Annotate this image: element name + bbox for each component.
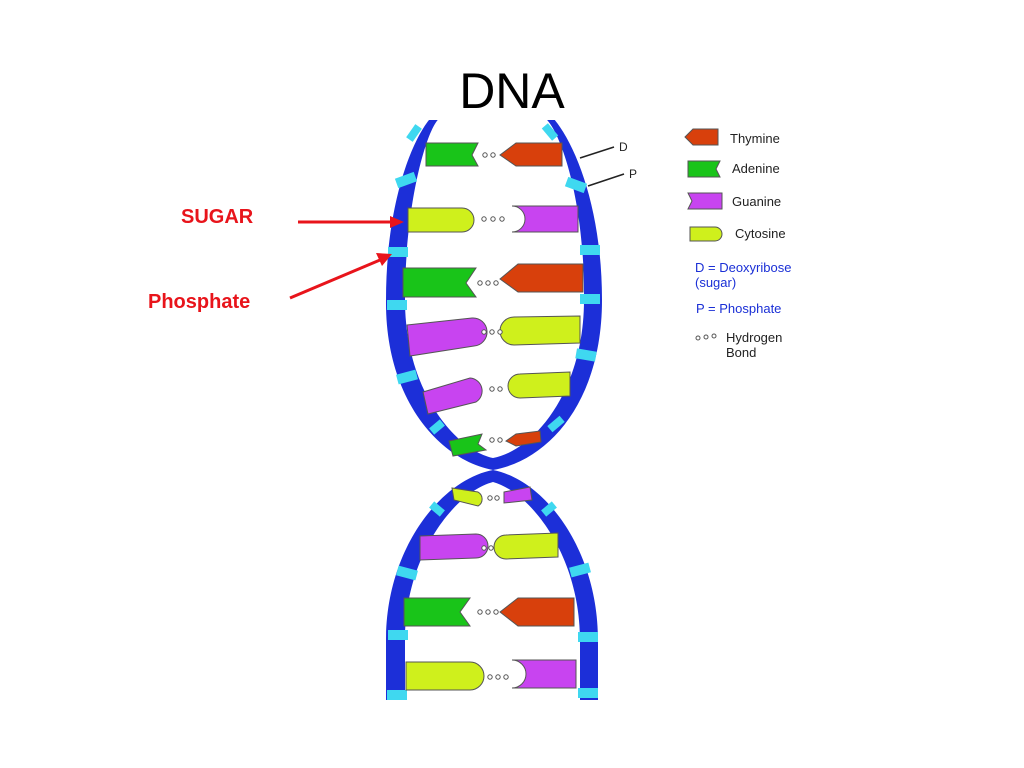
slide-title: DNA bbox=[459, 63, 565, 119]
cytosine-base bbox=[405, 661, 485, 691]
upper-helix-loop bbox=[385, 120, 602, 470]
cytosine-base bbox=[493, 532, 559, 560]
thymine-legend-icon bbox=[684, 128, 719, 146]
base-pair-9 bbox=[403, 597, 575, 627]
guanine-legend-icon bbox=[687, 192, 723, 210]
adenine-base bbox=[403, 597, 471, 627]
base-pair-5 bbox=[422, 371, 571, 415]
legend-guanine: Guanine bbox=[732, 194, 782, 209]
thymine-base bbox=[499, 263, 584, 293]
cytosine-base bbox=[407, 207, 475, 233]
adenine-base bbox=[448, 433, 488, 457]
guanine-base bbox=[503, 486, 533, 504]
legend-p-definition: P = Phosphate bbox=[696, 301, 782, 316]
legend-icons bbox=[684, 128, 723, 341]
legend-adenine: Adenine bbox=[732, 161, 780, 176]
adenine-legend-icon bbox=[687, 160, 721, 178]
cytosine-base bbox=[499, 315, 581, 346]
legend-hbond-line1: Hydrogen bbox=[726, 330, 783, 345]
guanine-base bbox=[419, 533, 489, 561]
adenine-base bbox=[402, 267, 477, 298]
guanine-base bbox=[406, 317, 488, 357]
adenine-base bbox=[425, 142, 479, 167]
d-marker: D bbox=[619, 140, 628, 154]
cytosine-legend-icon bbox=[689, 226, 723, 242]
thymine-base bbox=[499, 142, 563, 167]
guanine-base bbox=[422, 377, 483, 415]
guanine-base bbox=[511, 659, 577, 689]
thymine-base bbox=[505, 430, 542, 447]
hydrogen-bond-legend-icon bbox=[695, 333, 717, 341]
base-pair-6 bbox=[448, 430, 542, 457]
legend-d-definition: D = Deoxyribose bbox=[695, 260, 792, 275]
base-pair-2 bbox=[407, 205, 579, 233]
cytosine-base bbox=[451, 487, 483, 507]
base-pair-4 bbox=[406, 315, 581, 357]
legend-thymine: Thymine bbox=[730, 131, 780, 146]
sugar-callout: SUGAR bbox=[181, 206, 254, 228]
p-marker: P bbox=[629, 167, 637, 181]
thymine-base bbox=[499, 597, 575, 627]
legend-d-sugar: (sugar) bbox=[695, 275, 737, 290]
hydrogen-bonds bbox=[477, 152, 509, 680]
guanine-base bbox=[511, 205, 579, 233]
upper-phosphate-bars bbox=[387, 123, 600, 435]
base-pair-1 bbox=[425, 142, 563, 167]
p-pointer-line bbox=[587, 173, 625, 187]
legend-hbond-line2: Bond bbox=[726, 345, 757, 360]
base-pair-8 bbox=[419, 532, 559, 561]
cytosine-base bbox=[507, 371, 571, 399]
lower-phosphate-bars bbox=[387, 501, 598, 700]
base-pair-7 bbox=[451, 486, 533, 507]
lower-helix-loop bbox=[386, 470, 598, 700]
phosphate-arrow bbox=[289, 253, 392, 300]
d-pointer-line bbox=[579, 146, 615, 159]
base-pair-3 bbox=[402, 263, 584, 298]
phosphate-callout: Phosphate bbox=[148, 291, 251, 313]
legend-cytosine: Cytosine bbox=[735, 226, 786, 241]
sugar-arrow bbox=[298, 216, 404, 228]
base-pair-10 bbox=[405, 659, 577, 691]
